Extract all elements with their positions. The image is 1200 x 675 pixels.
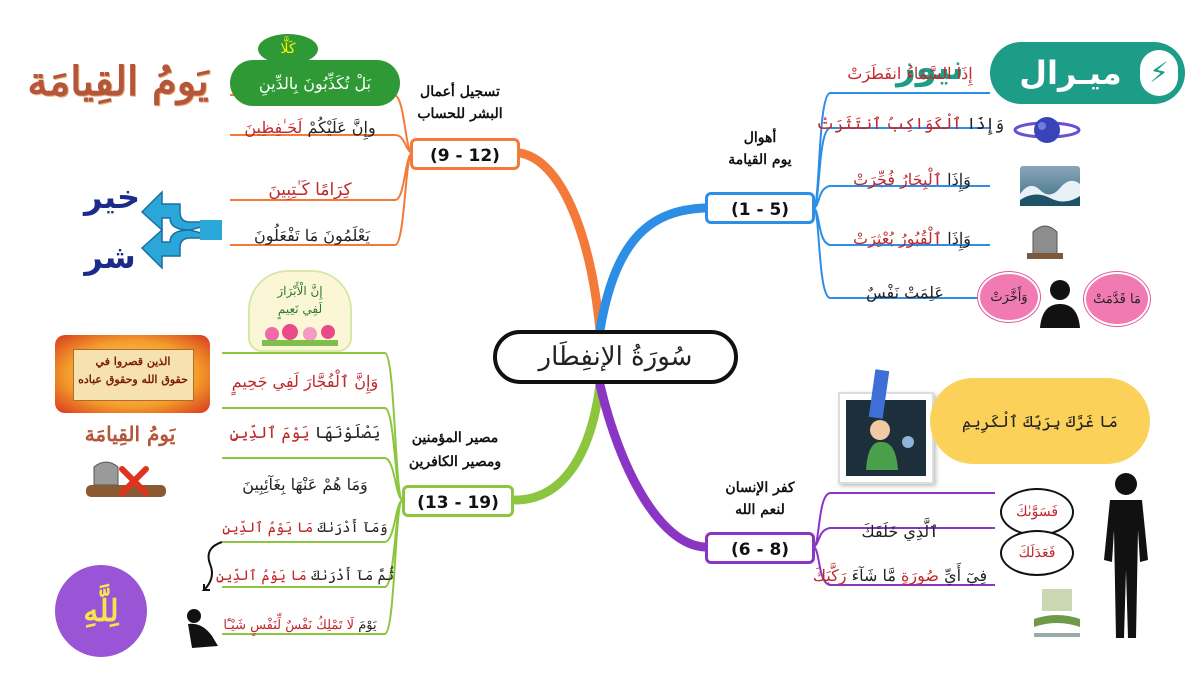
purple-verse-2-part-3: مَّا شَآءَ xyxy=(846,566,902,585)
green-range-box: (13 - 19) xyxy=(402,485,514,517)
blue-verse-3-part-2: ٱلْبِحَارُ فُجِّرَتْ xyxy=(853,170,943,189)
flowers-icon xyxy=(262,322,338,346)
bubble-qaddamat: مَا قَدَّمَتْ xyxy=(1084,272,1150,326)
purple-main-link xyxy=(595,380,710,552)
orange-verse-2: كِرَامًا كَـٰتِبِينَ xyxy=(268,180,351,200)
planet-icon xyxy=(1012,110,1082,150)
blue-verse-3: وَإِذَا ٱلْبِحَارُ فُجِّرَتْ xyxy=(853,170,971,189)
fork-arrow-icon xyxy=(140,190,225,270)
green-verse-3: وَمَا هُمْ عَنْهَا بِغَآئِبِينَ xyxy=(242,475,367,494)
fire-card: الذين قصروا في حقوق الله وحقوق عباده xyxy=(55,335,210,413)
purple-verse-1: ٱلَّذِي خَلَقَكَ xyxy=(861,522,938,541)
blue-verse-5-part-1: عَلِمَتْ نَفْسٌ xyxy=(866,283,944,302)
good-label: خير xyxy=(83,178,141,216)
green-verse-6: يَوْمَ لَا تَمْلِكُ نَفْسٌ لِّنَفْسٍ شَي… xyxy=(223,618,376,633)
blue-verse-4-part-1: وَإِذَا xyxy=(942,229,971,248)
blue-verse-4: وَإِذَا ٱلْقُبُورُ بُعْثِرَتْ xyxy=(853,229,971,248)
person-silhouette-icon xyxy=(1038,278,1082,328)
gravestone-icon xyxy=(1025,220,1065,260)
green-verse-4-part-1: وَمَآ أَدْرَىٰكَ xyxy=(313,520,388,536)
center-title: سُورَةُ الإنفِطَار xyxy=(493,330,738,384)
purple-range-box: (6 - 8) xyxy=(705,532,815,564)
blue-branch-title-1: أهوال xyxy=(743,130,777,146)
orange-verse-3-part-1: يَعْلَمُونَ مَا تَفْعَلُونَ xyxy=(254,226,370,245)
bubble-akharat: وَأَخَّرَتْ xyxy=(978,272,1040,322)
orange-verse-1: وإِنَّ عَلَيْكُمْ لَحَـٰفِظِينَ xyxy=(244,118,375,137)
green-branch-links xyxy=(222,352,403,635)
allah-badge: لِلَّهِ xyxy=(55,565,147,657)
green-verse-2: يَصْلَوْنَهَا يَوْمَ ٱلدِّينِ xyxy=(230,423,381,442)
kneeling-person-icon xyxy=(182,606,222,652)
green-verse-2-part-2: يَوْمَ ٱلدِّينِ xyxy=(229,423,310,442)
speech-bubble-main: بَلْ تُكَذِّبُونَ بِالدِّينِ xyxy=(230,60,400,106)
green-verse-1-part-1: وَإِنَّ ٱلْفُجَّارَ لَفِي جَحِيمٍ xyxy=(231,372,379,391)
green-verse-6-part-2: لَا تَمْلِكُ نَفْسٌ لِّنَفْسٍ شَيْـًٔا xyxy=(223,618,355,633)
orange-branch-links xyxy=(230,94,413,246)
green-verse-2-part-1: يَصْلَوْنَهَا xyxy=(309,423,381,442)
blue-verse-2: وَإِذَا ٱلْكَوَاكِبُ ٱنتَثَرَتْ xyxy=(816,114,1004,133)
orange-branch-title-1: تسجيل أعمال xyxy=(420,84,500,100)
blue-verse-1-part-1: إِذَا السَّمَاءُ انفَطَرَتْ xyxy=(847,64,973,83)
yellow-callout: مَا غَرَّكَ بِرَبِّكَ ٱلْكَرِيمِ xyxy=(930,378,1150,464)
school-emblem-icon xyxy=(1028,585,1086,645)
green-verse-5-part-1: ثُمَّ مَآ أَدْرَىٰكَ xyxy=(306,568,395,584)
flower-card: إِنَّ الْأَبْرَارَ لَفِي نَعِيمٍ xyxy=(248,270,352,352)
purple-branch-links xyxy=(813,492,995,586)
lightning-icon: ⚡ xyxy=(1140,50,1178,96)
purple-verse-2-part-1: فِيٓ أَيِّ xyxy=(939,566,988,585)
green-main-link xyxy=(510,380,605,505)
green-verse-6-part-1: يَوْمَ xyxy=(354,618,377,633)
site-logo: ⚡ ميـرال xyxy=(990,42,1185,104)
blue-main-link xyxy=(595,203,710,335)
curly-arrow-icon xyxy=(200,538,228,598)
speech-bubble-kalla: كَلَّا xyxy=(258,34,318,64)
blue-verse-1: إِذَا السَّمَاءُ انفَطَرَتْ xyxy=(847,64,972,83)
purple-branch-title-1: كفر الإنسان xyxy=(725,480,795,496)
purple-verse-2: فِيٓ أَيِّ صُورَةٍ مَّا شَآءَ رَكَّبَكَ xyxy=(813,566,987,585)
standing-man-silhouette xyxy=(1100,470,1152,640)
waves-icon xyxy=(1020,166,1080,206)
small-yawm-title: يَومُ القِيامَة xyxy=(84,422,176,446)
blue-verse-2-part-2: ٱلْكَوَاكِبُ ٱنتَثَرَتْ xyxy=(815,114,962,133)
green-verse-4: وَمَآ أَدْرَىٰكَ مَا يَوْمُ ٱلدِّينِ xyxy=(222,520,387,536)
purple-verse-2-part-2: صُورَةٍ xyxy=(901,566,940,585)
purple-verse-1-part-1: ٱلَّذِي خَلَقَكَ xyxy=(861,522,939,541)
sad-child-photo xyxy=(838,392,934,484)
bubble-fasawwaka: فَسَوَّىٰكَ xyxy=(1000,488,1074,536)
blue-verse-2-part-1: وَإِذَا xyxy=(961,114,1005,133)
bad-label: شر xyxy=(84,238,136,276)
green-verse-4-part-2: مَا يَوْمُ ٱلدِّينِ xyxy=(222,520,314,536)
orange-verse-1-part-2: لَحَـٰفِظِينَ xyxy=(244,118,303,137)
blue-range-box: (1 - 5) xyxy=(705,192,815,224)
orange-verse-2-part-1: كِرَامًا كَـٰتِبِينَ xyxy=(268,180,352,200)
purple-branch-title-2: لنعم الله xyxy=(735,502,785,518)
bubble-faadalaka: فَعَدَلَكَ xyxy=(1000,530,1074,576)
green-verse-1: وَإِنَّ ٱلْفُجَّارَ لَفِي جَحِيمٍ xyxy=(232,372,378,391)
blue-branch-links xyxy=(813,92,990,299)
logo-brand: ميـرال xyxy=(1019,54,1122,92)
orange-range-box: (9 - 12) xyxy=(410,138,520,170)
orange-branch-title-2: البشر للحساب xyxy=(417,106,503,122)
orange-main-link xyxy=(515,148,605,335)
blue-verse-3-part-1: وَإِذَا xyxy=(942,170,971,189)
purple-verse-2-part-4: رَكَّبَكَ xyxy=(812,566,847,585)
yawm-alqiyama-calligraphy: يَومُ القِيامَة xyxy=(27,58,209,105)
orange-verse-3: يَعْلَمُونَ مَا تَفْعَلُونَ xyxy=(254,226,370,245)
orange-verse-1-part-1: وإِنَّ عَلَيْكُمْ xyxy=(302,118,376,137)
blue-verse-5: عَلِمَتْ نَفْسٌ xyxy=(866,283,944,302)
crossed-grave-icon xyxy=(86,455,166,500)
green-branch-title-2: ومصير الكافرين xyxy=(408,454,502,470)
logo-news: نيوز xyxy=(896,48,964,88)
green-verse-3-part-1: وَمَا هُمْ عَنْهَا بِغَآئِبِينَ xyxy=(242,475,368,494)
blue-branch-title-2: يوم القيامة xyxy=(728,152,792,168)
blue-verse-4-part-2: ٱلْقُبُورُ بُعْثِرَتْ xyxy=(853,229,943,248)
green-branch-title-1: مصير المؤمنين xyxy=(411,430,499,446)
green-verse-5-part-2: مَا يَوْمُ ٱلدِّينِ xyxy=(215,568,307,584)
green-verse-5: ثُمَّ مَآ أَدْرَىٰكَ مَا يَوْمُ ٱلدِّينِ xyxy=(216,568,394,584)
